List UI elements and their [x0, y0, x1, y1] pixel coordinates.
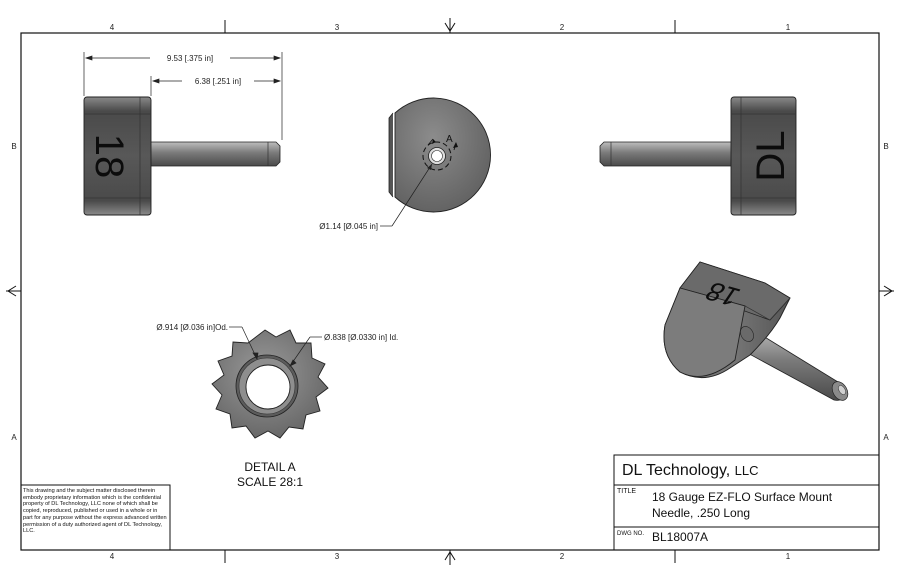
centering-marks: [6, 18, 894, 565]
zone-row-b-right: B: [883, 142, 888, 151]
dim-label-bg: [182, 76, 254, 86]
bore-diameter-dimension: Ø1.14 [Ø.045 in]: [319, 222, 378, 231]
id-dimension: Ø.838 [Ø.0330 in] Id.: [324, 333, 398, 342]
od-dimension: Ø.914 [Ø.036 in]Od.: [156, 323, 228, 332]
front-view: [388, 97, 491, 213]
drawing-number-label: DWG NO.: [617, 531, 644, 537]
title-label: TITLE: [617, 488, 637, 495]
zone-col-3-bottom: 3: [335, 552, 340, 561]
zone-col-1-top: 1: [786, 23, 791, 32]
zone-col-4-bottom: 4: [110, 552, 115, 561]
isometric-view: 18: [663, 261, 849, 401]
bore-leader: [391, 163, 433, 227]
disclaimer-frame: [20, 484, 171, 551]
zone-col-1-bottom: 1: [786, 552, 791, 561]
overall-length-dimension: 9.53 [.375 in]: [167, 54, 213, 63]
company-name-text: DL Technology,: [622, 462, 731, 479]
detail-a-scale: SCALE 28:1: [236, 475, 304, 489]
proprietary-notice: This drawing and the subject matter disc…: [23, 488, 167, 535]
detail-a-caption: DETAIL A SCALE 28:1: [200, 460, 340, 490]
detail-a-view: [211, 329, 329, 439]
detail-a-title: DETAIL A: [244, 460, 296, 474]
zone-row-b-left: B: [11, 142, 16, 151]
zone-col-4-top: 4: [110, 23, 115, 32]
gauge-marking-side: 18: [87, 134, 131, 179]
brand-marking-side: DL: [749, 130, 793, 181]
zone-row-a-left: A: [11, 433, 17, 442]
company-name: DL Technology, LLC: [622, 462, 759, 480]
zone-col-3-top: 3: [335, 23, 340, 32]
drawing-number: BL18007A: [652, 530, 709, 544]
side-view-left: 18: [83, 96, 281, 216]
title-block-frame: [613, 454, 880, 551]
drawing-title-line1: 18 Gauge EZ-FLO Surface Mount: [652, 490, 833, 504]
bore-leader-arrow: [427, 164, 432, 170]
dim-label-bg: [150, 53, 230, 63]
shank-length-dimension: 6.38 [.251 in]: [195, 77, 241, 86]
drawing-title-line2: Needle, .250 Long: [652, 506, 751, 520]
company-suffix: LLC: [734, 463, 759, 478]
detail-leaders: [229, 326, 322, 367]
zone-col-2-bottom: 2: [560, 552, 565, 561]
side-view-right: DL: [599, 96, 797, 216]
zone-row-a-right: A: [883, 433, 889, 442]
detail-a-marker: A: [446, 134, 453, 145]
zone-col-2-top: 2: [560, 23, 565, 32]
